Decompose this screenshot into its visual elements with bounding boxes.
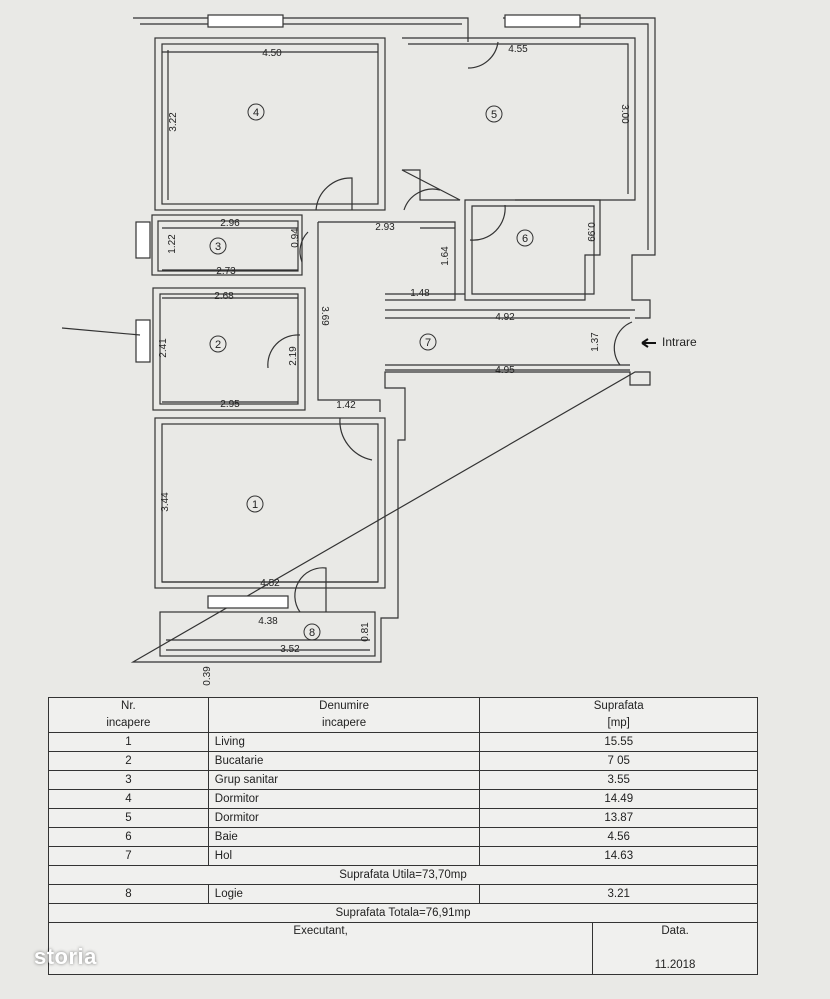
room-number-3: 3 <box>215 241 221 253</box>
entrance-label: Intrare <box>662 335 697 349</box>
dim-hall-door: 1.42 <box>336 400 356 411</box>
dim-room4-width: 4.50 <box>262 48 282 59</box>
dim-room5-width: 4.55 <box>508 44 528 55</box>
header-nr: Nr.incapere <box>48 697 209 733</box>
room-number-5: 5 <box>491 109 497 121</box>
entrance-arrow-icon <box>641 338 656 348</box>
dim-room2-top: 2.68 <box>214 291 234 302</box>
signature-row: Executant, Data.11.2018 <box>47 922 758 975</box>
room-number-2: 2 <box>215 339 221 351</box>
dim-room3-height: 1.22 <box>167 234 178 254</box>
dim-hall-top: 2.93 <box>375 222 395 233</box>
executant-cell: Executant, <box>47 922 594 975</box>
dim-room3-top: 2.96 <box>220 218 240 229</box>
dim-room6-width: 0.99 <box>585 222 596 242</box>
dim-room5-height: 3.00 <box>619 104 630 124</box>
header-area: Suprafata[mp] <box>479 697 758 733</box>
dim-hall-lower: 4.95 <box>495 365 515 376</box>
dim-hall-entry: 1.37 <box>590 332 601 352</box>
dim-hall-vertical: 1.64 <box>440 246 451 266</box>
room-number-4: 4 <box>253 107 259 119</box>
total-area-row: Suprafata Totala=76,91mp <box>48 903 758 923</box>
dim-room2-bottom: 2.95 <box>220 399 240 410</box>
dim-room4-height: 3.22 <box>168 112 179 132</box>
dim-loggia-wall: 0.39 <box>202 666 213 686</box>
dim-room1-height: 3.44 <box>160 492 171 512</box>
storia-logo: storia <box>34 944 97 969</box>
room-number-1: 1 <box>252 499 258 511</box>
room-number-6: 6 <box>522 233 528 245</box>
room-number-8: 8 <box>309 627 315 639</box>
dim-loggia-height: 0.81 <box>360 622 371 642</box>
dim-hall-upper: 4.92 <box>495 312 515 323</box>
dim-room2-door: 2.19 <box>288 346 299 366</box>
dim-room3-door: 0.94 <box>290 228 301 248</box>
date-cell: Data.11.2018 <box>592 922 758 975</box>
dim-hall-left: 3.69 <box>319 306 330 326</box>
dim-loggia-top: 4.38 <box>258 616 278 627</box>
dim-room1-width: 4.52 <box>260 578 280 589</box>
dim-loggia-bottom: 3.52 <box>280 644 300 655</box>
room-number-7: 7 <box>425 337 431 349</box>
floor-plan: 4 5 6 3 2 7 1 8 4.50 3.22 4.55 3.00 0.99… <box>61 14 697 686</box>
dim-room2-height: 2.41 <box>158 338 169 358</box>
dim-room3-bottom: 2.73 <box>216 266 236 277</box>
dim-hall-small: 1.48 <box>410 288 430 299</box>
useful-area-row: Suprafata Utila=73,70mp <box>48 865 758 885</box>
